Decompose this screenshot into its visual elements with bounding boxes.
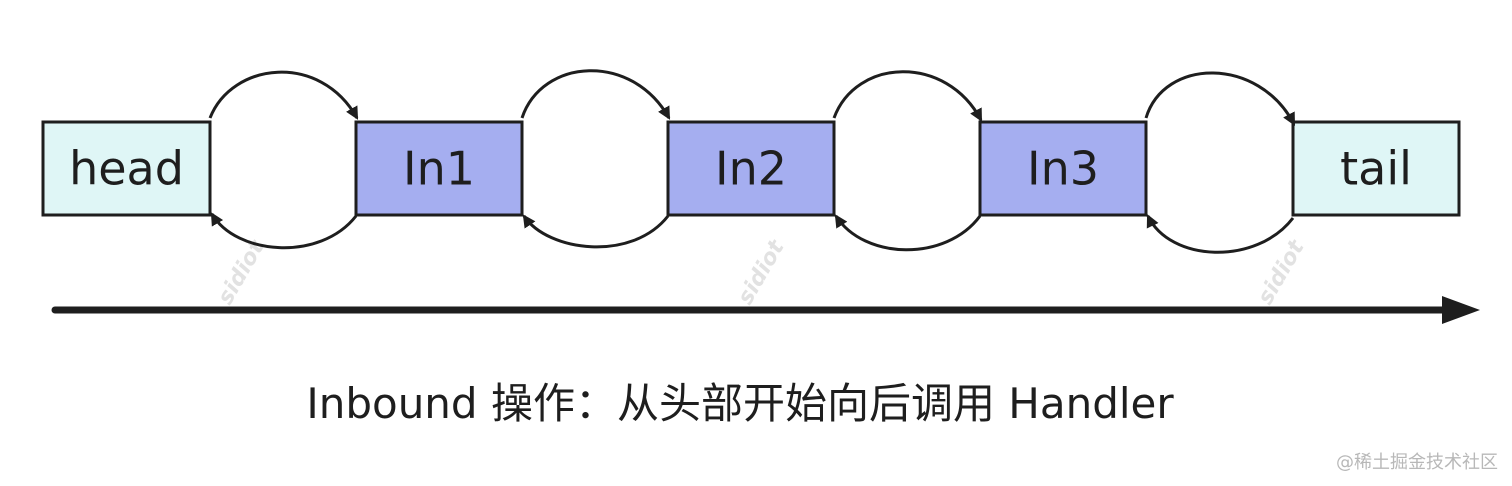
- node-in2-box: [666, 120, 836, 217]
- node-group: head In1 In2 In3 tail: [41, 120, 1461, 217]
- watermark-3: sidiot: [1253, 235, 1310, 309]
- node-head-box: [41, 120, 212, 217]
- edge-head-to-in1: [208, 70, 359, 120]
- edge-in3-to-tail: [1144, 71, 1296, 126]
- edge-in3-to-in2: [834, 214, 982, 252]
- node-in3-box: [978, 120, 1148, 217]
- credit-watermark: @稀土掘金技术社区: [1336, 452, 1498, 473]
- node-in3-label: In3: [1027, 142, 1099, 196]
- edge-group: [208, 69, 1296, 254]
- watermark-2: sidiot: [733, 235, 790, 309]
- node-tail-box: [1291, 120, 1461, 217]
- node-in1-label: In1: [403, 142, 475, 196]
- watermark-group: sidiot sidiot sidiot: [213, 235, 1310, 309]
- edge-in2-to-in3: [832, 70, 983, 122]
- node-head-label: head: [69, 142, 184, 196]
- node-in2-label: In2: [715, 142, 787, 196]
- node-tail-label: tail: [1340, 142, 1412, 196]
- edge-in1-to-head: [210, 212, 358, 250]
- edge-tail-to-in3: [1146, 214, 1295, 254]
- edge-in2-to-in1: [522, 214, 670, 249]
- direction-arrow-head: [1442, 296, 1480, 324]
- node-in1-box: [354, 120, 524, 217]
- diagram-caption: Inbound 操作：从头部开始向后调用 Handler: [306, 379, 1174, 428]
- edge-in1-to-in2: [520, 69, 671, 120]
- direction-arrow: [51, 296, 1480, 324]
